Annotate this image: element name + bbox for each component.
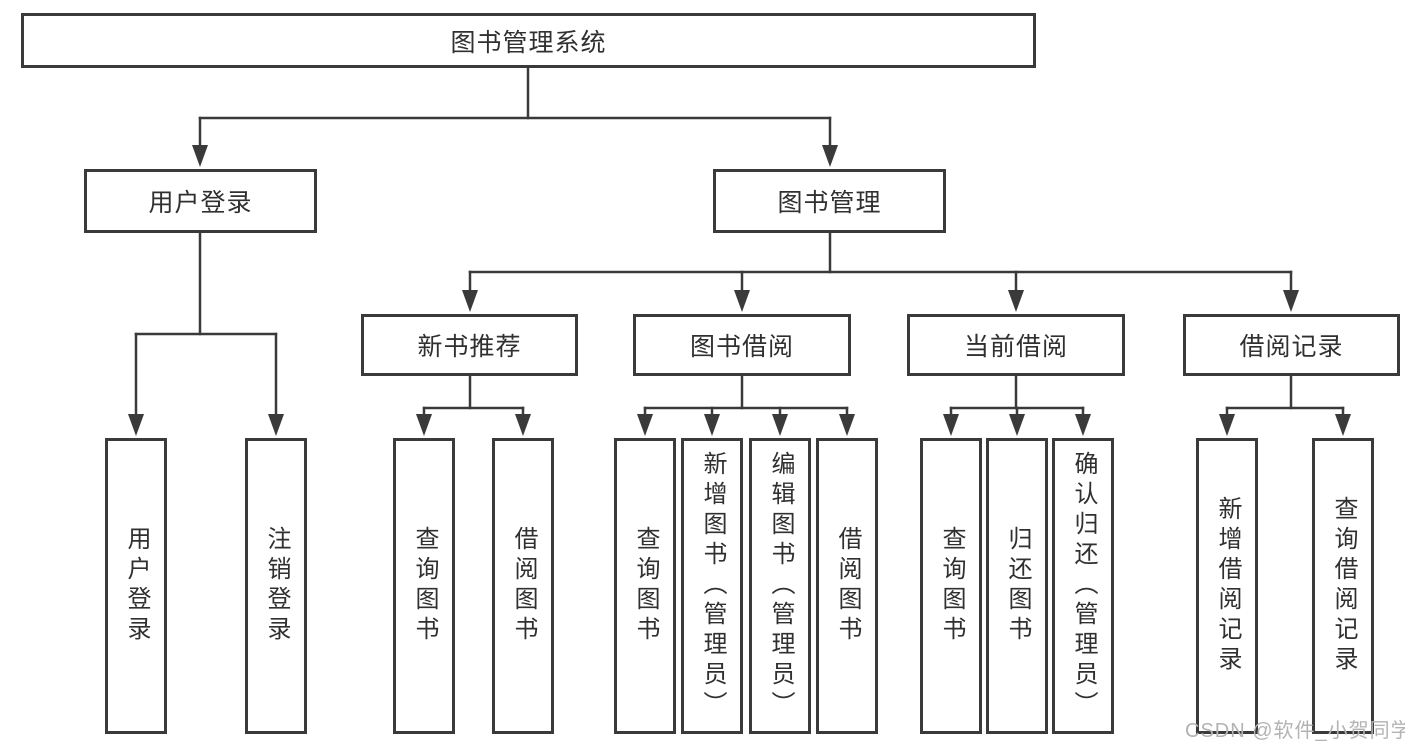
leaf-confirm-return-admin: 确认归还（管理员）: [1052, 438, 1114, 734]
csdn-watermark: CSDN @软件_小贺同学: [1185, 720, 1405, 742]
node-label: 用户登录: [148, 189, 253, 217]
node-label: 借阅记录: [1239, 333, 1344, 361]
node-label: 新书推荐: [417, 333, 522, 361]
node-label: 归还图书: [1004, 526, 1031, 646]
node-label: 注销登录: [263, 526, 290, 646]
node-label: 图书管理系统: [450, 28, 607, 57]
node-label: 新增图书（管理员）: [699, 451, 726, 721]
node-new-book-recommend: 新书推荐: [361, 314, 578, 376]
leaf-user-login: 用户登录: [105, 438, 167, 734]
node-root-system: 图书管理系统: [21, 13, 1036, 68]
node-label: 用户登录: [123, 526, 150, 646]
node-borrowing-records: 借阅记录: [1183, 314, 1400, 376]
node-book-borrowing: 图书借阅: [633, 314, 851, 376]
node-label: 新增借阅记录: [1214, 496, 1241, 676]
leaf-add-books-admin: 新增图书（管理员）: [681, 438, 743, 734]
node-label: 确认归还（管理员）: [1070, 451, 1097, 721]
leaf-logout: 注销登录: [245, 438, 307, 734]
leaf-return-books: 归还图书: [986, 438, 1048, 734]
node-book-management: 图书管理: [713, 169, 946, 233]
node-label: 当前借阅: [963, 333, 1068, 361]
leaf-query-books-borrowing: 查询图书: [614, 438, 676, 734]
node-current-borrowing: 当前借阅: [907, 314, 1125, 376]
node-label: 查询图书: [632, 526, 659, 646]
leaf-query-borrow-record: 查询借阅记录: [1312, 438, 1374, 734]
leaf-query-books-current: 查询图书: [920, 438, 982, 734]
leaf-query-books-recommend: 查询图书: [393, 438, 455, 734]
node-user-login: 用户登录: [84, 169, 317, 233]
node-label: 图书管理: [777, 189, 882, 217]
node-label: 查询图书: [938, 526, 965, 646]
node-label: 图书借阅: [689, 333, 794, 361]
arrowheads: [128, 145, 1351, 436]
leaf-borrow-books-recommend: 借阅图书: [492, 438, 554, 734]
node-label: 查询借阅记录: [1330, 496, 1357, 676]
leaf-edit-books-admin: 编辑图书（管理员）: [749, 438, 811, 734]
node-label: 编辑图书（管理员）: [767, 451, 794, 721]
leaf-borrow-books: 借阅图书: [816, 438, 878, 734]
leaf-add-borrow-record: 新增借阅记录: [1196, 438, 1258, 734]
node-label: 查询图书: [411, 526, 438, 646]
node-label: 借阅图书: [834, 526, 861, 646]
node-label: 借阅图书: [510, 526, 537, 646]
